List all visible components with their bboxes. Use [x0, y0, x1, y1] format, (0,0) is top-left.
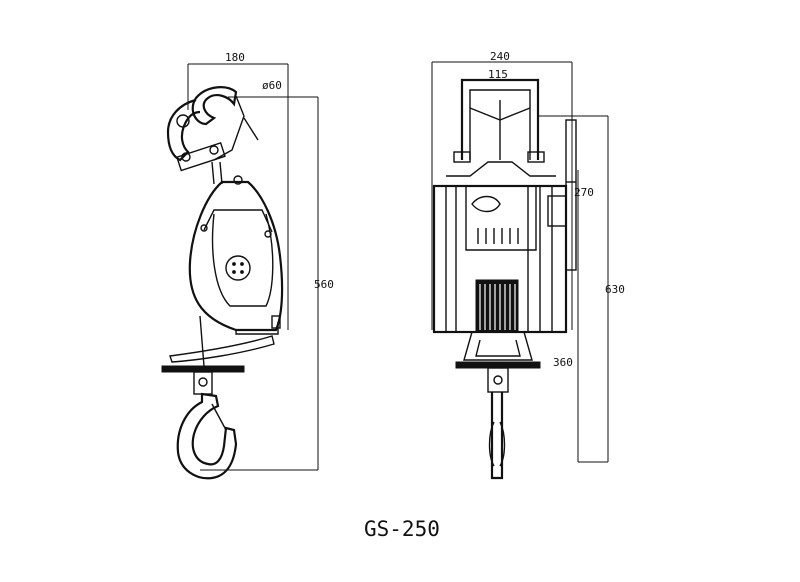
dim-180: 180 — [225, 51, 245, 64]
bottom-hook-front — [455, 331, 541, 480]
dim-diameter-60: ø60 — [262, 79, 282, 92]
side-dimension-lines — [187, 63, 319, 471]
dim-270: 270 — [574, 186, 594, 199]
front-dimension-lines — [431, 61, 609, 463]
dim-115: 115 — [488, 68, 508, 81]
dim-630: 630 — [605, 283, 625, 296]
front-view: 240 115 270 630 360 — [431, 50, 625, 480]
top-handle — [446, 78, 556, 177]
dim-360: 360 — [553, 356, 573, 369]
dim-560: 560 — [314, 278, 334, 291]
dim-240: 240 — [490, 50, 510, 63]
sheave-block — [169, 175, 284, 367]
model-label: GS-250 — [364, 517, 440, 541]
top-hook — [166, 86, 259, 185]
rope-drum — [475, 279, 519, 333]
side-view: 180 ø60 560 — [161, 51, 334, 480]
bottom-hook-side — [161, 365, 245, 480]
